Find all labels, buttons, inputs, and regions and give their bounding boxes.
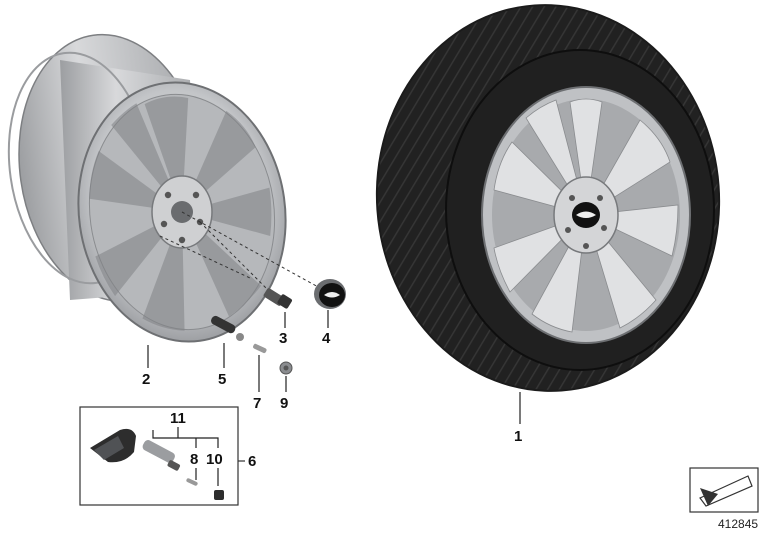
callout-3: 3 (279, 330, 288, 347)
diagram-symbol-icon (689, 467, 759, 513)
callout-11: 11 (170, 410, 186, 427)
callout-4: 4 (322, 330, 331, 347)
leader-lines-dashed (159, 211, 321, 299)
diagram-part-number: 412845 (718, 517, 759, 531)
hub-cap (314, 279, 346, 309)
valve-cap (279, 361, 293, 375)
tpms-kit-box (79, 406, 245, 506)
callout-5: 5 (218, 371, 227, 388)
callout-9: 9 (280, 395, 289, 412)
callout-lines (147, 310, 521, 424)
wheel-bolt (263, 288, 292, 309)
callout-10: 10 (206, 451, 223, 468)
callout-8: 8 (190, 451, 199, 468)
callout-7: 7 (253, 395, 262, 412)
valve-stem (211, 315, 244, 341)
alloy-rim (7, 33, 287, 343)
callout-1: 1 (514, 428, 523, 445)
callout-6: 6 (248, 453, 257, 470)
callout-2: 2 (142, 371, 151, 388)
valve-core (253, 343, 267, 354)
complete-wheel (375, 4, 721, 392)
